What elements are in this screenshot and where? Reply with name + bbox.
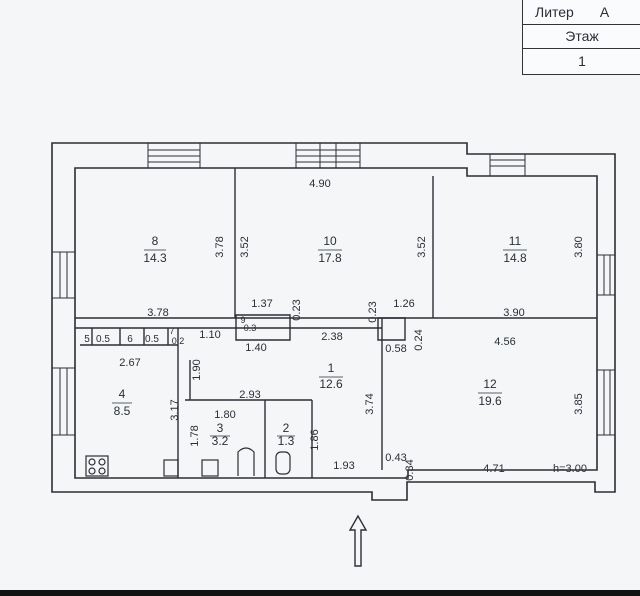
room-id: 8 bbox=[152, 234, 159, 248]
svg-text:1.40: 1.40 bbox=[245, 342, 266, 354]
room-id: 6 bbox=[127, 334, 133, 345]
svg-text:4.56: 4.56 bbox=[494, 336, 515, 348]
svg-text:1.78: 1.78 bbox=[189, 425, 201, 446]
floor-value: 1 bbox=[578, 52, 586, 69]
room-id: 7 bbox=[169, 326, 174, 336]
svg-text:2.67: 2.67 bbox=[119, 357, 140, 369]
svg-text:1.10: 1.10 bbox=[199, 329, 220, 341]
svg-text:3.78: 3.78 bbox=[214, 236, 226, 257]
svg-text:1.90: 1.90 bbox=[191, 359, 203, 380]
svg-text:3.52: 3.52 bbox=[239, 236, 251, 257]
room-id: 11 bbox=[509, 234, 522, 248]
stove-icon bbox=[85, 455, 109, 477]
svg-text:3.85: 3.85 bbox=[573, 393, 585, 414]
room-id: 3 bbox=[217, 421, 224, 435]
outer-walls bbox=[51, 142, 616, 501]
interior-walls bbox=[75, 168, 597, 478]
svg-text:0.43: 0.43 bbox=[385, 452, 406, 464]
room-id: 1 bbox=[328, 361, 335, 375]
room-area: 12.6 bbox=[319, 377, 343, 391]
room-area: 0.2 bbox=[172, 336, 185, 346]
room-area: 8.5 bbox=[114, 404, 131, 418]
svg-text:3.17: 3.17 bbox=[169, 399, 181, 420]
toilet-icon bbox=[275, 451, 291, 475]
svg-text:4.71: 4.71 bbox=[483, 463, 504, 475]
room-labels: 8 14.3 10 17.8 11 14.8 1 12.6 12 19.6 4 … bbox=[84, 234, 527, 448]
floor-label: Этаж bbox=[523, 24, 640, 49]
svg-text:0.23: 0.23 bbox=[367, 301, 379, 322]
room-id: 5 bbox=[84, 334, 90, 345]
room-area: 14.3 bbox=[143, 251, 167, 265]
svg-text:3.90: 3.90 bbox=[503, 307, 524, 319]
entrance-arrow-icon bbox=[348, 514, 368, 567]
svg-text:0.23: 0.23 bbox=[291, 299, 303, 320]
room-id: 12 bbox=[483, 377, 497, 391]
svg-text:1.93: 1.93 bbox=[333, 460, 354, 472]
room-area: 19.6 bbox=[478, 394, 502, 408]
room-id: 9 bbox=[240, 315, 245, 325]
svg-text:4.90: 4.90 bbox=[309, 178, 330, 190]
svg-text:2.93: 2.93 bbox=[239, 389, 260, 401]
svg-text:0.58: 0.58 bbox=[385, 343, 406, 355]
washbasin-icon bbox=[201, 459, 219, 477]
liter-row: Литер А bbox=[523, 0, 640, 25]
room-area: 0.5 bbox=[96, 334, 110, 345]
svg-text:3.78: 3.78 bbox=[147, 307, 168, 319]
svg-text:0.24: 0.24 bbox=[413, 329, 425, 350]
liter-value: А bbox=[599, 4, 610, 20]
room-area: 1.3 bbox=[278, 434, 295, 448]
dimension-labels: 4.90 3.78 3.52 3.52 3.80 3.78 1.37 0.23 … bbox=[119, 178, 587, 481]
svg-text:1.37: 1.37 bbox=[251, 298, 272, 310]
svg-text:3.74: 3.74 bbox=[364, 393, 376, 414]
room-id: 4 bbox=[119, 387, 126, 401]
svg-text:1.80: 1.80 bbox=[214, 409, 235, 421]
liter-label: Литер bbox=[535, 4, 574, 20]
bottom-border bbox=[0, 590, 640, 596]
room-area: 0.3 bbox=[244, 323, 257, 333]
svg-text:0.34: 0.34 bbox=[404, 459, 416, 480]
svg-text:3.52: 3.52 bbox=[416, 236, 428, 257]
room-area: 14.8 bbox=[503, 251, 527, 265]
svg-text:2.38: 2.38 bbox=[321, 331, 342, 343]
room-id: 2 bbox=[283, 421, 290, 435]
room-area: 0.5 bbox=[145, 334, 159, 345]
room-area: 3.2 bbox=[212, 434, 229, 448]
svg-text:3.80: 3.80 bbox=[573, 236, 585, 257]
ceiling-height: h=3.00 bbox=[553, 463, 587, 475]
bathtub-icon bbox=[237, 447, 255, 476]
fixtures bbox=[85, 447, 368, 567]
svg-text:1.26: 1.26 bbox=[393, 298, 414, 310]
room-id: 10 bbox=[323, 234, 337, 248]
svg-text:1.86: 1.86 bbox=[309, 429, 321, 450]
title-block: Литер А Этаж 1 bbox=[522, 0, 640, 75]
sink-icon bbox=[163, 459, 179, 477]
windows bbox=[52, 143, 615, 436]
room-area: 17.8 bbox=[318, 251, 342, 265]
